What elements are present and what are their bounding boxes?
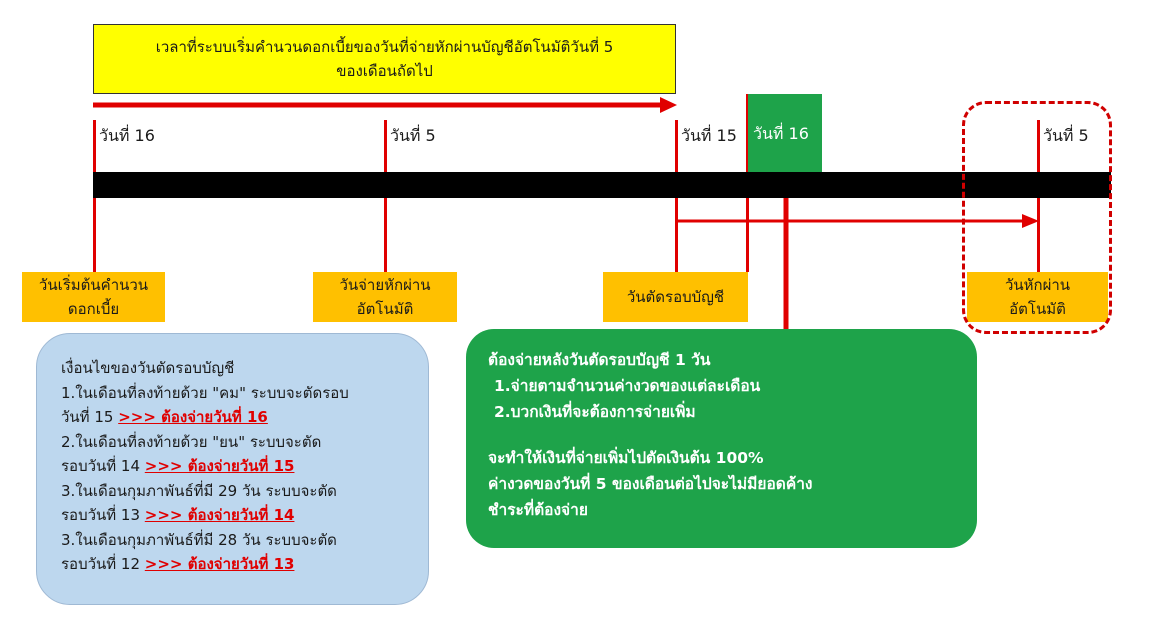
conditions-title: เงื่อนไขของวันตัดรอบบัญชี (61, 359, 235, 377)
condition-line: รอบวันที่ 14 >>> ต้องจ่ายวันที่ 15 (61, 457, 295, 475)
day-label-16b: วันที่ 16 (753, 124, 809, 143)
tick-bottom-cutoff (675, 198, 678, 272)
pay-day-link: >>> ต้องจ่ายวันที่ 13 (144, 555, 295, 573)
tick-bottom-autopay (384, 198, 387, 272)
tick-bottom-start (93, 198, 96, 272)
day-label-15: วันที่ 15 (681, 126, 737, 145)
day-label-5b: วันที่ 5 (1043, 126, 1089, 145)
label-autodeduct: วันหักผ่าน อัตโนมัติ (967, 272, 1108, 322)
tick-top-day16b (746, 94, 749, 172)
interest-period-arrowhead (660, 97, 677, 113)
pay-day-link: >>> ต้องจ่ายวันที่ 15 (144, 457, 295, 475)
condition-line: รอบวันที่ 13 >>> ต้องจ่ายวันที่ 14 (61, 506, 295, 524)
day-label-5: วันที่ 5 (390, 126, 436, 145)
payment-note-line1: ต้องจ่ายหลังวันตัดรอบบัญชี 1 วัน (488, 351, 711, 369)
header-note-line2: ของเดือนถัดไป (336, 62, 433, 80)
tick-top-day16 (93, 120, 96, 172)
payment-note-line3: 2.บวกเงินที่จะต้องการจ่ายเพิ่ม (494, 403, 696, 421)
autodeduct-highlight-frame (962, 101, 1112, 334)
header-note-box: เวลาที่ระบบเริ่มคำนวนดอกเบี้ยของวันที่จ่… (93, 24, 676, 94)
tick-top-day5 (384, 120, 387, 172)
timeline-bar (93, 172, 1111, 198)
label-cutoff: วันตัดรอบบัญชี (603, 272, 748, 322)
header-note-line1: เวลาที่ระบบเริ่มคำนวนดอกเบี้ยของวันที่จ่… (155, 38, 614, 56)
condition-line: วันที่ 15 >>> ต้องจ่ายวันที่ 16 (61, 408, 268, 426)
condition-line: รอบวันที่ 12 >>> ต้องจ่ายวันที่ 13 (61, 555, 295, 573)
condition-line: 3.ในเดือนกุมภาพันธ์ที่มี 28 วัน ระบบจะตั… (61, 530, 337, 549)
day-label-16: วันที่ 16 (99, 126, 155, 145)
condition-line: 2.ในเดือนที่ลงท้ายด้วย "ยน" ระบบจะตัด (61, 432, 322, 451)
payment-note-line4: จะทำให้เงินที่จ่ายเพิ่มไปตัดเงินต้น 100% (488, 449, 764, 467)
tick-top-day5b (1037, 120, 1040, 172)
tick-bottom-cutoff-right (746, 198, 749, 272)
payment-note-line6: ชำระที่ต้องจ่าย (488, 501, 588, 519)
condition-line: 1.ในเดือนที่ลงท้ายด้วย "คม" ระบบจะตัดรอบ (61, 383, 349, 402)
label-autopay: วันจ่ายหักผ่าน อัตโนมัติ (313, 272, 457, 322)
label-interest-start: วันเริ่มต้นคำนวน ดอกเบี้ย (22, 272, 165, 322)
payment-note-line5: ค่างวดของวันที่ 5 ของเดือนต่อไปจะไม่มียอ… (488, 475, 813, 493)
pay-day-link: >>> ต้องจ่ายวันที่ 14 (144, 506, 295, 524)
tick-top-day15 (675, 120, 678, 172)
pay-day-link: >>> ต้องจ่ายวันที่ 16 (118, 408, 268, 426)
cutoff-conditions-box: เงื่อนไขของวันตัดรอบบัญชี 1.ในเดือนที่ลง… (36, 333, 429, 605)
payment-note-line2: 1.จ่ายตามจำนวนค่างวดของแต่ละเดือน (494, 377, 761, 395)
tick-bottom-deduct (1037, 198, 1040, 272)
payment-day-box: วันที่ 16 (748, 94, 822, 172)
condition-line: 3.ในเดือนกุมภาพันธ์ที่มี 29 วัน ระบบจะตั… (61, 481, 337, 500)
payment-note-box: ต้องจ่ายหลังวันตัดรอบบัญชี 1 วัน 1.จ่ายต… (466, 329, 977, 548)
cutoff-to-deduct-arrowhead (1022, 214, 1039, 228)
